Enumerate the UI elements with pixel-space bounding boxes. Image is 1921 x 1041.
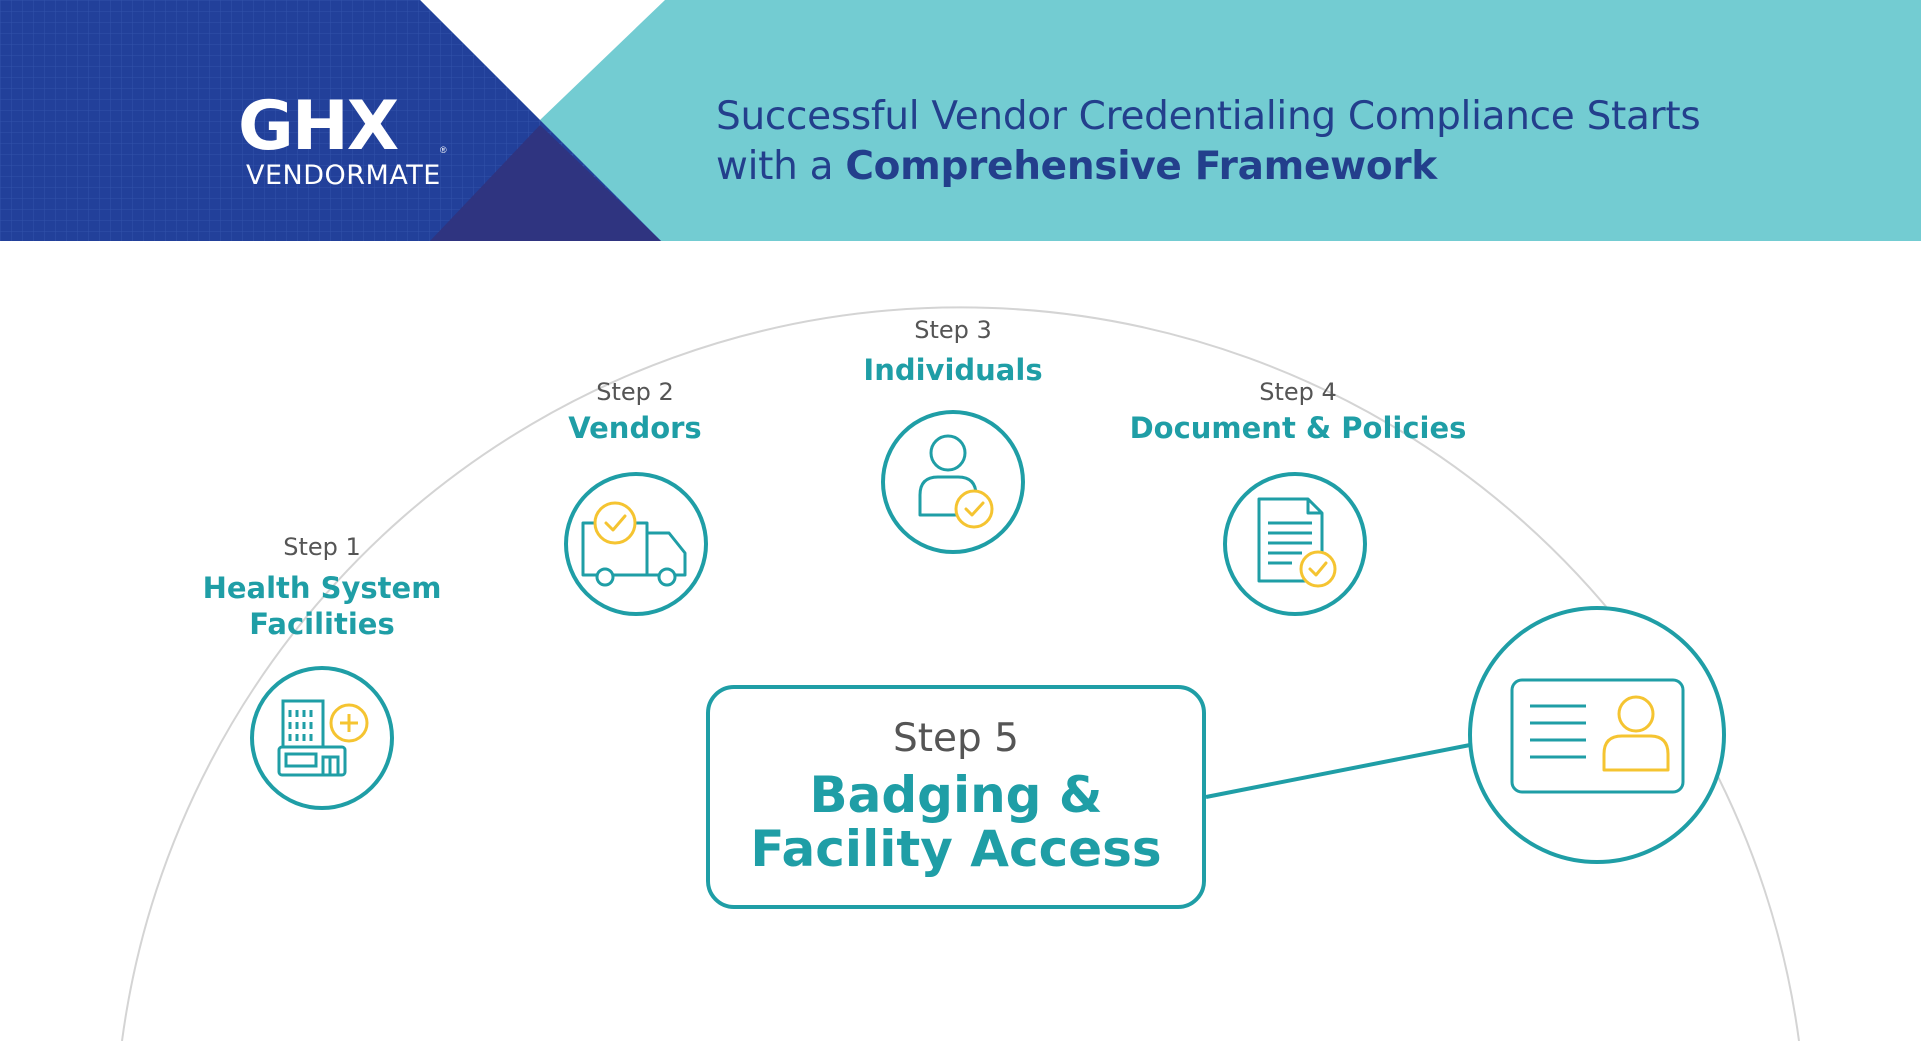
title-line-1: Successful Vendor Credentialing Complian… [716,94,1701,139]
logo-brand-text: GHX [238,87,399,166]
registered-mark: ® [440,145,447,155]
step4-label: Step 4 [1259,378,1337,406]
step5-name: Badging & Facility Access [750,766,1162,878]
delivery-truck-icon [564,472,708,616]
person-check-icon [881,410,1025,554]
header-background [0,0,1921,241]
step3-label: Step 3 [914,316,992,344]
header-banner: GHX ® VENDORMATE Successful Vendor Crede… [0,0,1921,241]
document-check-icon [1223,472,1367,616]
title-line-2-bold: Comprehensive Framework [845,144,1437,189]
hospital-building-icon [250,666,394,810]
step2-label: Step 2 [596,378,674,406]
step5-label: Step 5 [892,716,1019,761]
page-title: Successful Vendor Credentialing Complian… [716,92,1816,192]
title-line-2-prefix: with a [716,144,846,189]
ghx-logo: GHX [238,92,448,162]
id-badge-icon [1468,606,1726,864]
step1-name: Health System Facilities [202,571,442,641]
step5-connector [1205,743,1471,799]
step3-name: Individuals [863,353,1043,387]
step1-label: Step 1 [283,533,361,561]
step5-box [706,685,1206,909]
logo-product-name: VENDORMATE [246,160,441,191]
step2-name: Vendors [568,411,702,445]
step4-name: Document & Policies [1129,411,1467,445]
